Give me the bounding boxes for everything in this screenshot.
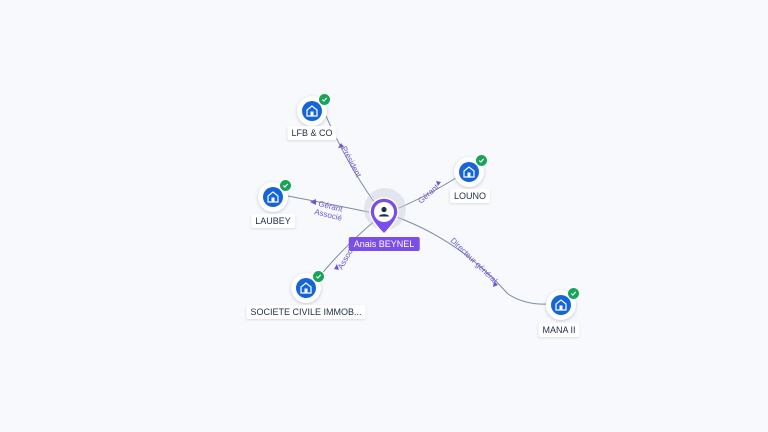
edge-label-louno: Gérant xyxy=(416,182,441,206)
verified-check-icon xyxy=(279,179,292,192)
company-node-laubey[interactable] xyxy=(258,179,292,212)
person-icon xyxy=(379,206,389,217)
arrow-laubey xyxy=(310,199,316,205)
arrow-louno xyxy=(436,181,441,186)
company-node-louno[interactable] xyxy=(454,154,488,187)
person-name-label[interactable]: Anais BEYNEL xyxy=(348,237,420,251)
building-icon xyxy=(555,299,567,311)
arrow-sci xyxy=(334,264,339,270)
edge-mana xyxy=(393,215,548,305)
building-icon xyxy=(267,191,279,203)
verified-check-icon xyxy=(567,287,580,300)
company-node-mana[interactable] xyxy=(546,287,580,320)
company-node-lfb[interactable] xyxy=(297,93,331,126)
company-label-sci[interactable]: SOCIETE CIVILE IMMOB... xyxy=(246,305,366,319)
arrow-mana xyxy=(493,281,498,287)
building-icon xyxy=(306,105,318,117)
arrow-lfb xyxy=(338,143,344,148)
company-label-lfb[interactable]: LFB & CO xyxy=(287,126,337,140)
edge-label-mana: Directeur général xyxy=(449,236,500,285)
edge-laubey xyxy=(287,195,379,215)
verified-check-icon xyxy=(318,93,331,106)
building-icon xyxy=(463,166,475,178)
edge-label-lfb: Président xyxy=(339,145,363,180)
verified-check-icon xyxy=(312,270,325,283)
person-node[interactable] xyxy=(368,196,400,236)
company-label-louno[interactable]: LOUNO xyxy=(449,189,491,203)
company-label-laubey[interactable]: LAUBEY xyxy=(251,214,295,228)
company-node-sci[interactable] xyxy=(291,270,325,303)
verified-check-icon xyxy=(475,154,488,167)
company-label-mana[interactable]: MANA II xyxy=(538,323,580,337)
building-icon xyxy=(300,282,312,294)
